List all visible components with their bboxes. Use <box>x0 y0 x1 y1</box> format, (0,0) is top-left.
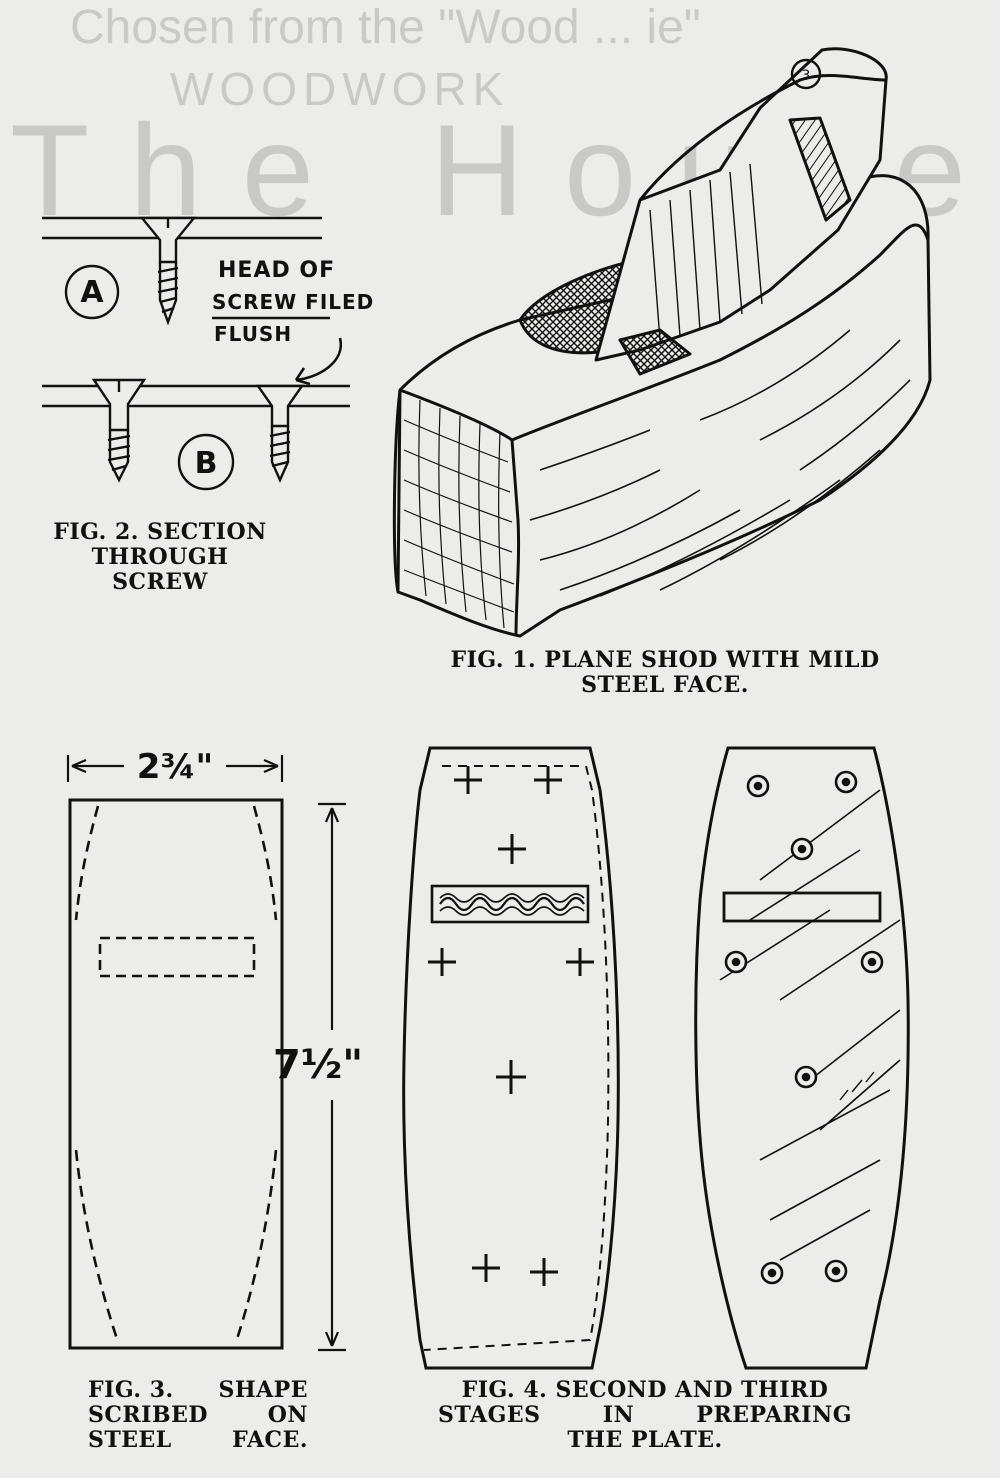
fig1-caption-line2: STEEL FACE. <box>581 672 749 698</box>
fig4-cross-marks <box>428 766 594 1286</box>
fig2-caption-line3: SCREW <box>112 569 208 595</box>
fig4-caption-line2: STAGES IN PREPARING <box>438 1403 852 1428</box>
fig3-caption-line2: SCRIBED ON <box>88 1403 308 1428</box>
fig2-caption-line2: THROUGH <box>91 544 229 570</box>
fig3-caption-line2-word1: SCRIBED <box>88 1402 208 1428</box>
fig2-label-a: A <box>80 275 104 310</box>
fig2-note-line2: SCREW FILED <box>212 290 375 314</box>
fig4-plate-third-stage <box>694 746 910 1370</box>
fig3-caption-line3: STEEL FACE. <box>88 1428 308 1453</box>
fig3-caption-line1-word1: FIG. 3. <box>88 1377 174 1403</box>
fig2-screw-section <box>42 216 350 491</box>
svg-text:3: 3 <box>802 68 811 84</box>
fig4-plate-second-stage <box>402 746 620 1370</box>
fig2-label-b: B <box>195 446 218 481</box>
fig3-caption-line3-word2: FACE. <box>232 1427 308 1453</box>
fig1-caption: FIG. 1. PLANE SHOD WITH MILD STEEL FACE. <box>400 648 930 698</box>
fig4-caption: FIG. 4. SECOND AND THIRD STAGES IN PREPA… <box>438 1378 852 1453</box>
fig1-plane-drawing: 3 <box>392 47 932 638</box>
fig3-width-dimension: 2¾" <box>137 747 214 787</box>
fig3-caption-line2-word2: ON <box>267 1402 308 1428</box>
fig2-caption-line1: FIG. 2. SECTION <box>53 519 267 545</box>
fig3-plate-shape <box>66 755 346 1352</box>
fig3-caption-line1-word2: SHAPE <box>218 1377 308 1403</box>
fig4-caption-line2-word1: STAGES <box>438 1402 541 1428</box>
fig2-caption: FIG. 2. SECTION THROUGH SCREW <box>40 520 280 595</box>
fig3-height-dimension: 7½" <box>273 1042 363 1088</box>
fig2-note-line3: FLUSH <box>214 322 293 346</box>
fig4-caption-line2-word2: IN <box>602 1402 635 1428</box>
fig4-caption-line2-word3: PREPARING <box>696 1402 852 1428</box>
fig3-caption-line1: FIG. 3. SHAPE <box>88 1378 308 1403</box>
fig4-caption-line3: THE PLATE. <box>567 1427 723 1453</box>
fig4-screw-holes <box>724 770 884 1285</box>
fig1-caption-line1: FIG. 1. PLANE SHOD WITH MILD <box>450 647 880 673</box>
fig4-caption-line1: FIG. 4. SECOND AND THIRD <box>461 1377 829 1403</box>
fig3-caption: FIG. 3. SHAPE SCRIBED ON STEEL FACE. <box>88 1378 308 1453</box>
fig2-note-line1: HEAD OF <box>218 258 336 283</box>
fig3-caption-line3-word1: STEEL <box>88 1427 172 1453</box>
